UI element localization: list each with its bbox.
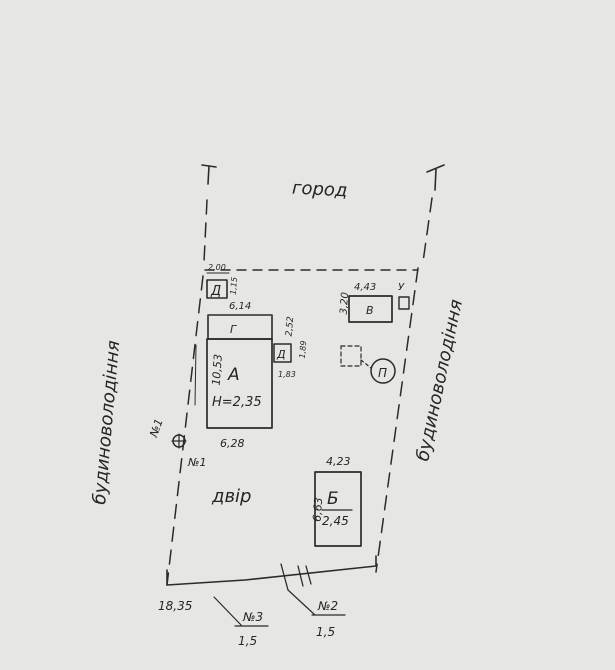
structure-u: У	[398, 282, 410, 310]
gate-left-number: №3	[242, 610, 263, 624]
building-a-height: Н=2,35	[212, 395, 262, 410]
building-a-width: 6,28	[220, 437, 245, 450]
building-a-depth: 10,53	[210, 354, 225, 386]
well-symbol: №1 №1	[147, 417, 207, 469]
well-label-alt: №1	[187, 456, 206, 469]
gate-right-number: №2	[317, 599, 338, 613]
building-b: Б 2,45 4,23 6,63	[311, 455, 362, 547]
structure-p: П	[340, 345, 396, 384]
gate-left-width: 1,5	[238, 634, 257, 648]
frontage-dimensions: 18,35 №3 1,5 №2 1,5	[158, 589, 346, 648]
building-b-height: 2,45	[322, 514, 349, 528]
building-g-width: 6,14	[229, 301, 251, 312]
building-d: Д 2,00 1,15	[206, 263, 240, 299]
building-b-letter: Б	[327, 489, 339, 509]
boundary-marker-right	[426, 164, 445, 191]
gate-right-width: 1,5	[316, 625, 335, 639]
building-v-letter: В	[366, 304, 374, 317]
garden-boundary	[203, 197, 433, 271]
garden-label: город	[292, 178, 348, 202]
building-g-side: 2,52	[284, 316, 296, 337]
building-d-letter: Д	[210, 284, 221, 299]
structure-u-letter: У	[398, 282, 405, 293]
building-small-right-letter: Д	[276, 348, 286, 361]
structure-p-letter: П	[378, 366, 387, 380]
building-v: В 4,43 3,20	[339, 282, 393, 323]
building-v-width: 4,43	[354, 282, 376, 293]
building-g-letter: Г	[230, 323, 237, 336]
well-label: №1	[147, 417, 166, 440]
building-a: А Н=2,35 6,28 10,53	[194, 338, 273, 450]
building-b-depth: 6,63	[311, 497, 326, 522]
boundary-marker-left	[201, 164, 217, 185]
building-small-right-width: 1,83	[278, 370, 296, 379]
building-v-depth: 3,20	[339, 292, 352, 315]
frontage-length: 18,35	[158, 599, 192, 613]
building-d-width: 2,00	[208, 263, 226, 272]
building-b-width: 4,23	[326, 455, 351, 468]
yard-label: двір	[211, 486, 251, 507]
building-d-depth: 1,15	[229, 277, 240, 296]
building-small-right: Д 1,83 1,89	[273, 340, 309, 379]
building-small-right-depth: 1,89	[298, 340, 309, 359]
plot-boundary	[166, 267, 419, 591]
building-a-letter: А	[227, 365, 240, 385]
